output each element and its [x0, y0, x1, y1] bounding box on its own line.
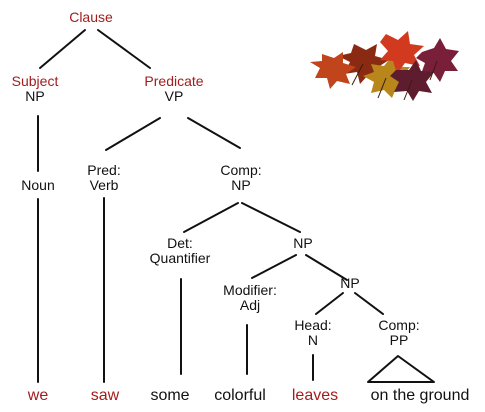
node-subject-role: Subject — [11, 73, 59, 89]
node-clause: Clause — [69, 10, 113, 25]
edge-clause-subject — [39, 29, 86, 69]
edge-np1-modifier — [251, 254, 297, 279]
edge-comp-np1 — [241, 202, 301, 233]
edge-predicate-pred — [105, 117, 161, 151]
node-clause-label: Clause — [69, 9, 113, 25]
node-np-2-label: NP — [340, 275, 360, 291]
edge-clause-predicate — [97, 29, 151, 69]
node-np-2: NP — [340, 276, 359, 291]
node-head-n: Head: N — [294, 318, 331, 348]
node-comp-role: Comp: — [220, 162, 262, 178]
leaf-saw: saw — [90, 387, 120, 404]
node-comp-pp-category: PP — [389, 332, 409, 348]
node-comp-pp: Comp: PP — [378, 318, 419, 348]
node-noun: Noun — [21, 178, 54, 193]
node-comp-np: Comp: NP — [220, 163, 261, 193]
leaf-stem-1 — [351, 63, 364, 86]
node-np-1-label: NP — [293, 235, 313, 251]
node-comp-category: NP — [231, 177, 251, 193]
node-pred-verb: Pred: Verb — [87, 163, 120, 193]
node-subject-category: NP — [25, 88, 45, 104]
leaf-stem-2 — [377, 77, 387, 99]
node-head-category: N — [307, 332, 319, 348]
edge-np2-comp — [354, 292, 384, 315]
leaf-leaves: leaves — [291, 387, 339, 404]
leaf-stem-3 — [403, 79, 413, 101]
edge-np2-head — [315, 292, 344, 315]
node-pred-role: Pred: — [87, 162, 121, 178]
node-det-quantifier: Det: Quantifier — [150, 236, 211, 266]
edge-predicate-comp — [187, 117, 241, 149]
edge-np1-np2 — [305, 254, 348, 281]
leaf-shape-4 — [380, 31, 424, 74]
leaf-we: we — [27, 387, 49, 404]
leaf-shape-2 — [310, 52, 356, 89]
node-modifier-adj: Modifier: Adj — [223, 283, 277, 313]
leaf-stem-4 — [429, 60, 438, 81]
node-noun-label: Noun — [21, 177, 55, 193]
node-predicate-role: Predicate — [144, 73, 204, 89]
autumn-leaves-icon — [310, 31, 459, 101]
node-comp-pp-role: Comp: — [378, 317, 420, 333]
leaf-shape-5 — [416, 38, 459, 82]
leaf-on-the-ground: on the ground — [370, 387, 470, 404]
node-pred-category: Verb — [89, 177, 119, 193]
leaf-colorful: colorful — [214, 387, 266, 404]
node-np-1: NP — [293, 236, 312, 251]
node-head-role: Head: — [294, 317, 332, 333]
node-predicate: Predicate VP — [144, 74, 203, 104]
node-predicate-category: VP — [164, 88, 184, 104]
pp-triangle — [367, 355, 435, 383]
node-subject: Subject NP — [12, 74, 59, 104]
leaf-some: some — [150, 387, 190, 404]
node-det-role: Det: — [167, 235, 193, 251]
node-modifier-category: Adj — [239, 297, 261, 313]
edge-comp-det — [183, 202, 239, 233]
node-det-category: Quantifier — [149, 250, 211, 266]
node-modifier-role: Modifier: — [223, 282, 277, 298]
